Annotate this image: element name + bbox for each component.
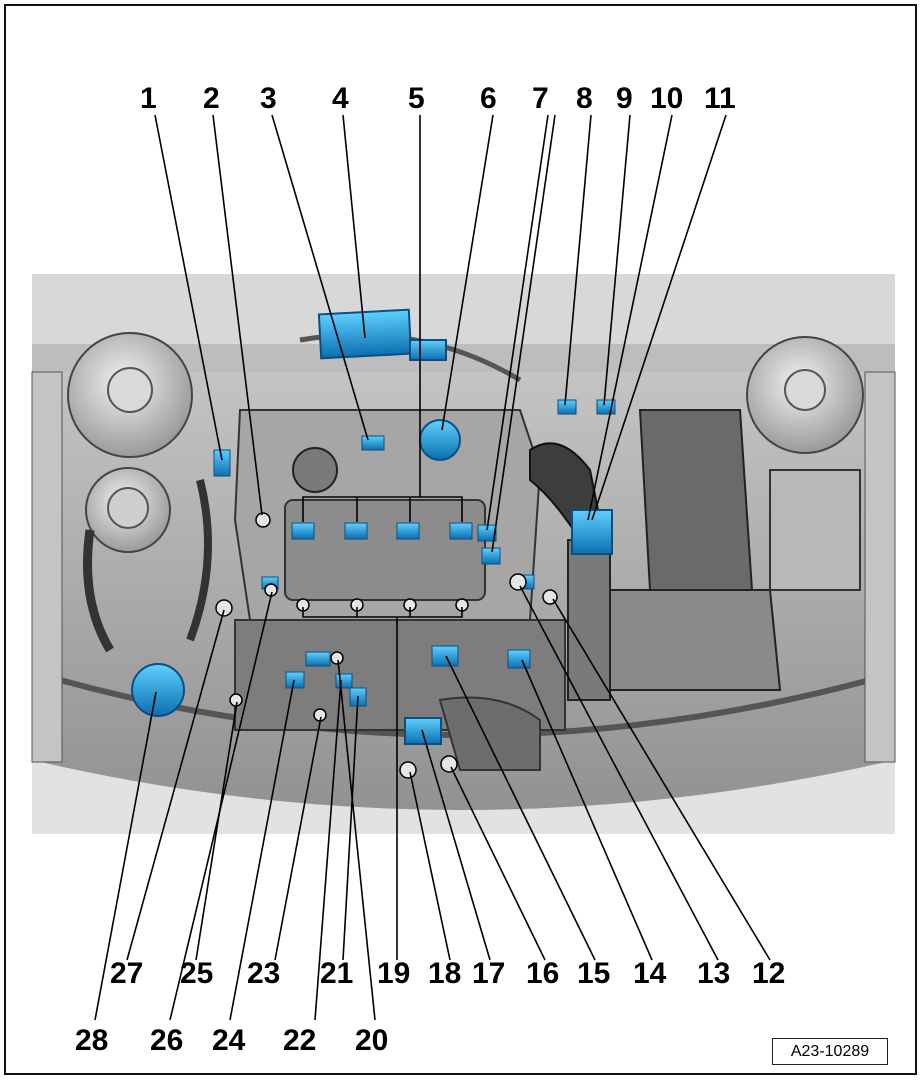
callouts-bottom-row2: 28 26 24 22 20	[75, 1024, 388, 1057]
callout-25: 25	[180, 957, 213, 990]
callout-17: 17	[472, 957, 505, 990]
callout-26: 26	[150, 1024, 183, 1057]
callout-22: 22	[283, 1024, 316, 1057]
callout-24: 24	[212, 1024, 246, 1057]
callout-3: 3	[260, 82, 277, 115]
callout-21: 21	[320, 957, 353, 990]
callout-15: 15	[577, 957, 610, 990]
callout-11: 11	[704, 82, 736, 115]
callout-20: 20	[355, 1024, 388, 1057]
callout-18: 18	[428, 957, 461, 990]
callout-12: 12	[752, 957, 785, 990]
callout-27: 27	[110, 957, 143, 990]
callout-23: 23	[247, 957, 280, 990]
callout-9: 9	[616, 82, 633, 115]
leader-lines	[94, 114, 771, 1021]
callout-10: 10	[650, 82, 683, 115]
callout-2: 2	[203, 82, 220, 115]
figure-reference-code: A23-10289	[772, 1038, 888, 1065]
callout-14: 14	[633, 957, 667, 990]
engine-bay-illustration	[31, 274, 896, 834]
callout-28: 28	[75, 1024, 108, 1057]
callout-6: 6	[480, 82, 497, 115]
callout-7: 7	[532, 82, 549, 115]
callout-16: 16	[526, 957, 559, 990]
callout-5: 5	[408, 82, 425, 115]
callout-8: 8	[576, 82, 593, 115]
callout-1: 1	[140, 82, 157, 115]
callout-4: 4	[332, 82, 349, 115]
callouts-bottom-row1: 27 25 23 21 19 18 17 16 15 14 13 12	[110, 957, 785, 990]
callouts-top: 1 2 3 4 5 6 7 8 9 10 11	[140, 82, 736, 115]
callout-13: 13	[697, 957, 730, 990]
callout-19: 19	[377, 957, 410, 990]
